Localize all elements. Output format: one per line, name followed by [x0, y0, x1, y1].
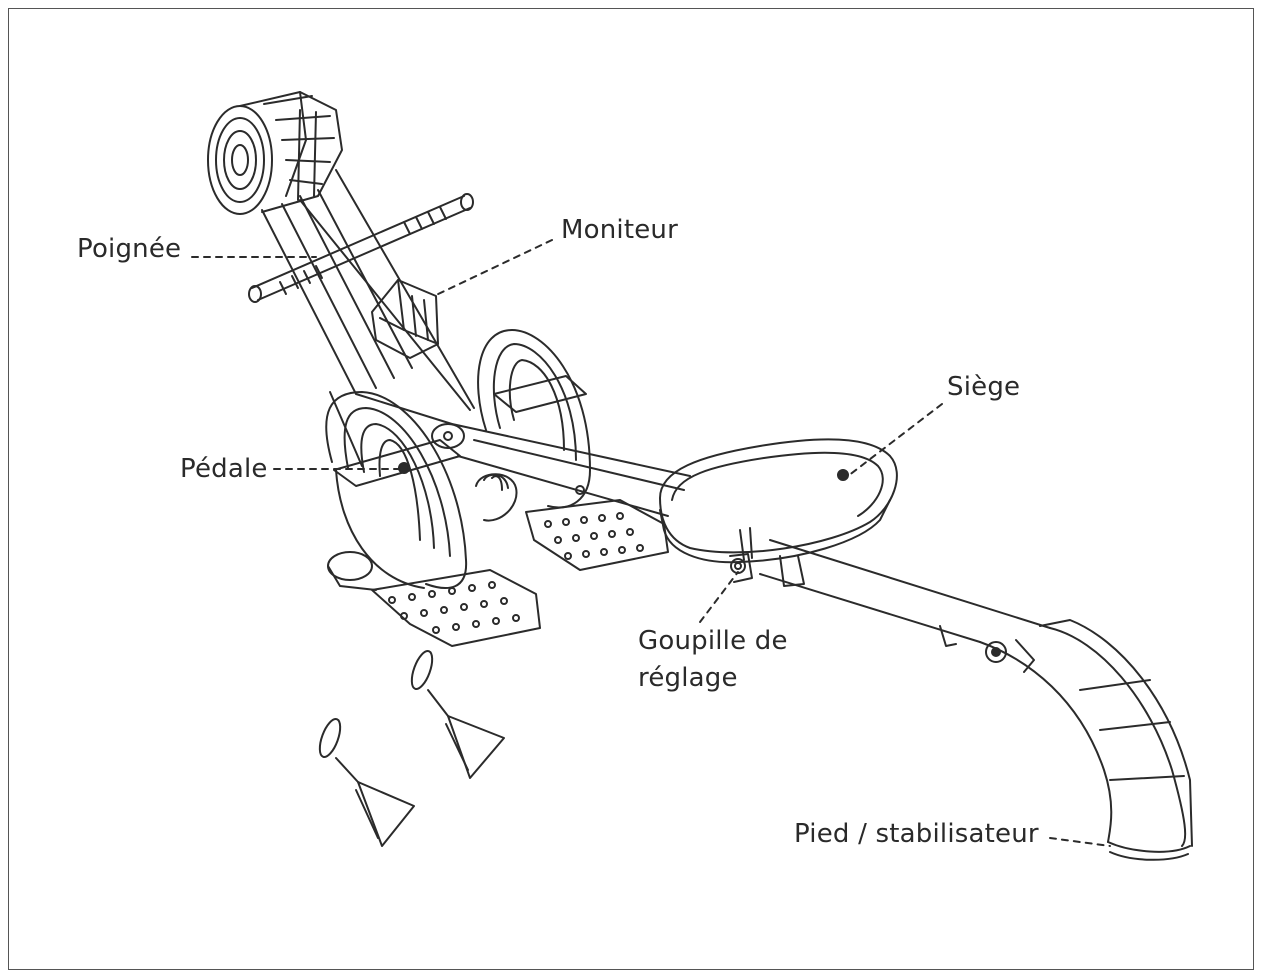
label-siege: Siège	[947, 372, 1021, 402]
leader-siege	[847, 403, 943, 477]
label-poignee: Poignée	[77, 234, 182, 264]
handle-bar	[248, 193, 474, 303]
accessory-handles	[318, 650, 505, 847]
leader-lines	[191, 239, 1111, 847]
monitor-body	[371, 279, 439, 359]
rear-stabilizer	[979, 619, 1193, 861]
leader-moniteur	[433, 239, 553, 297]
leader-goupille	[699, 571, 739, 623]
seat	[659, 438, 898, 587]
right-pedal	[477, 329, 669, 571]
label-goupille-line2: réglage	[638, 663, 738, 693]
label-pied-stabilisateur: Pied / stabilisateur	[794, 819, 1039, 849]
label-moniteur: Moniteur	[561, 215, 679, 245]
left-pedal	[325, 391, 541, 647]
front-rail	[261, 169, 475, 467]
leader-pied	[1049, 837, 1111, 847]
pivot-drum	[398, 423, 518, 522]
adjustment-pin	[729, 553, 753, 583]
label-goupille-line1: Goupille de	[638, 626, 788, 656]
main-beam	[451, 423, 1051, 647]
label-pedale: Pédale	[180, 454, 268, 484]
flywheel-housing	[207, 91, 343, 215]
